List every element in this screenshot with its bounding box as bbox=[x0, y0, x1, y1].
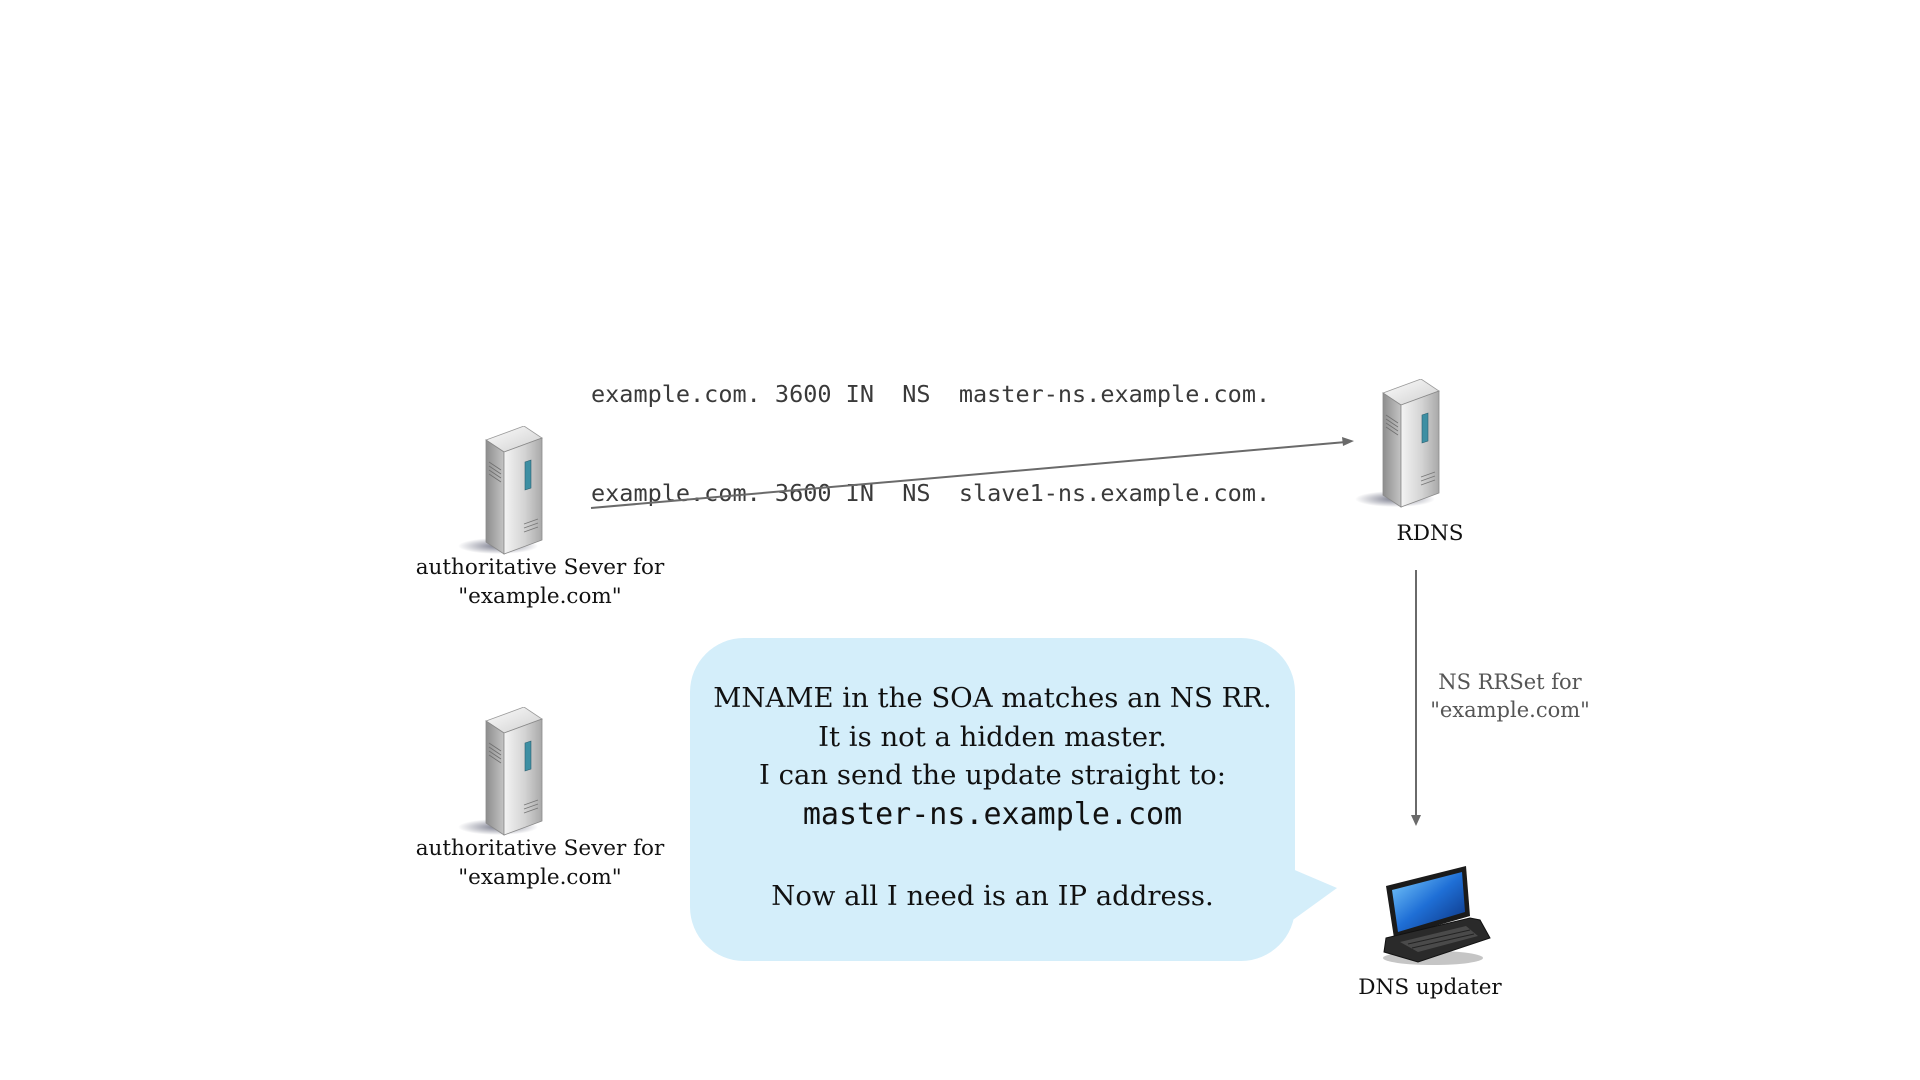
server-tower-icon bbox=[458, 426, 543, 555]
arrow-auth-to-rdns bbox=[590, 441, 1347, 509]
ns-rrset-label-line2: "example.com" bbox=[1430, 698, 1590, 722]
bubble-line: Now all I need is an IP address. bbox=[771, 879, 1214, 912]
dns-updater-label: DNS updater bbox=[1358, 975, 1502, 1000]
ns-rrset-label: NS RRSet for "example.com" bbox=[1400, 668, 1620, 724]
auth-server-top-label-line2: "example.com" bbox=[458, 584, 622, 609]
arrowhead bbox=[1342, 437, 1354, 446]
speech-bubble bbox=[690, 638, 1295, 961]
ns-record-line: example.com. 3600 IN NS slave1-ns.exampl… bbox=[591, 479, 1271, 507]
ns-records: example.com. 3600 IN NS master-ns.exampl… bbox=[591, 312, 1270, 543]
speech-bubble-tail bbox=[1290, 868, 1337, 922]
auth-server-bottom-label: authoritative Sever for "example.com" bbox=[400, 834, 680, 892]
ns-record-line: example.com. 3600 IN NS master-ns.exampl… bbox=[591, 380, 1271, 408]
bubble-line: MNAME in the SOA matches an NS RR. bbox=[713, 682, 1272, 714]
ns-rrset-label-line1: NS RRSet for bbox=[1438, 670, 1582, 694]
bubble-hostname: master-ns.example.com bbox=[802, 796, 1183, 832]
server-tower-icon bbox=[458, 707, 543, 836]
auth-server-bottom-label-line1: authoritative Sever for bbox=[415, 836, 665, 861]
bubble-line: It is not a hidden master. bbox=[818, 720, 1167, 753]
laptop-icon bbox=[1383, 866, 1491, 965]
speech-bubble-text: MNAME in the SOA matches an NS RR. It is… bbox=[690, 679, 1295, 915]
bubble-line: I can send the update straight to: bbox=[759, 759, 1226, 791]
bubble-spacer bbox=[690, 835, 1295, 877]
auth-server-bottom-label-line2: "example.com" bbox=[458, 865, 622, 890]
arrowhead bbox=[1411, 815, 1421, 826]
server-tower-icon bbox=[1355, 379, 1440, 508]
auth-server-top-label-line1: authoritative Sever for bbox=[415, 555, 665, 580]
rdns-label: RDNS bbox=[1396, 521, 1464, 546]
auth-server-top-label: authoritative Sever for "example.com" bbox=[400, 553, 680, 611]
